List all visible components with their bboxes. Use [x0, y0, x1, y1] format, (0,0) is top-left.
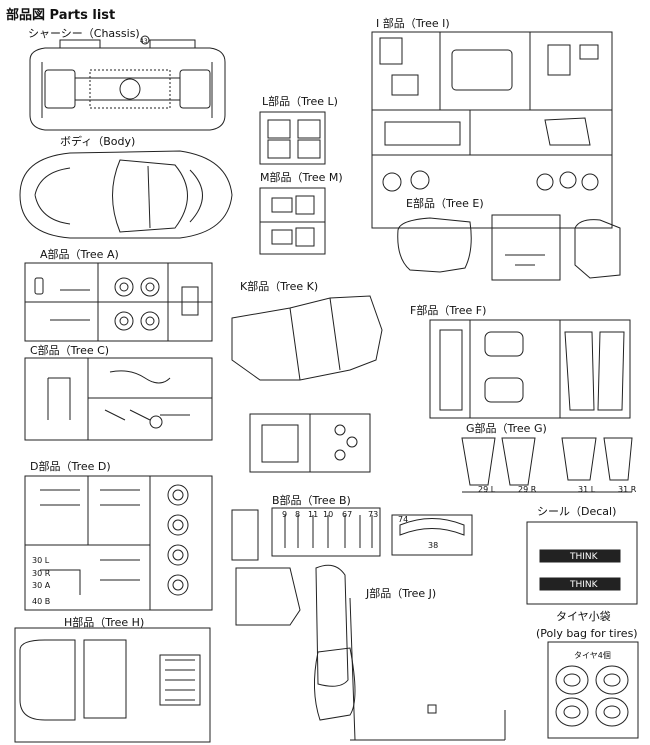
- part-number: 9: [282, 510, 287, 519]
- tree-b-labels: 9 8 11 10 67 73 74 38: [282, 510, 438, 550]
- decal-text-1: THINK: [569, 552, 599, 562]
- decal-sheet: THINK THINK: [526, 521, 638, 605]
- part-number: 67: [342, 510, 352, 519]
- section-label-tree-k: K部品（Tree K): [240, 280, 319, 293]
- tire-bag: タイヤ4個: [547, 641, 639, 739]
- section-label-body: ボディ（Body): [60, 135, 136, 148]
- section-label-tree-e: E部品（Tree E): [406, 197, 484, 210]
- section-label-tree-m: M部品（Tree M): [260, 171, 343, 184]
- part-number: 74: [398, 515, 408, 524]
- part-number: 31 R: [618, 485, 637, 494]
- tree-j-runner: [235, 564, 506, 741]
- part-number: 31 L: [578, 485, 596, 494]
- tree-e-runner: [397, 214, 621, 281]
- section-label-tree-d: D部品（Tree D): [30, 460, 111, 473]
- part-number: 8: [295, 510, 300, 519]
- section-label-tree-g: G部品（Tree G): [466, 422, 547, 435]
- section-label-tree-i: I 部品（Tree I): [376, 17, 450, 30]
- chassis-drawing: 43: [29, 35, 226, 131]
- decal-text-2: THINK: [569, 580, 599, 590]
- part-number: 43: [140, 38, 148, 45]
- section-label-tire-bag-en: (Poly bag for tires): [536, 627, 638, 640]
- part-number: 40 B: [32, 597, 50, 606]
- tree-c-runner: [24, 357, 213, 441]
- tree-d-labels: 30 L 30 R 30 A 40 B: [32, 556, 51, 606]
- part-number: 29 L: [478, 485, 496, 494]
- section-label-tree-c: C部品（Tree C): [30, 344, 110, 357]
- part-number: 73: [368, 510, 378, 519]
- part-number: 30 L: [32, 556, 50, 565]
- part-number: 11: [308, 510, 318, 519]
- tree-m-runner: [259, 187, 326, 255]
- tree-a-runner: [24, 262, 213, 342]
- section-label-chassis: シャーシー（Chassis): [28, 27, 140, 40]
- body-drawing: [19, 150, 233, 239]
- part-number: 30 R: [32, 569, 51, 578]
- section-label-decal: シール（Decal): [537, 505, 617, 518]
- tree-i-runner: [371, 31, 613, 229]
- tree-h-runner: [14, 627, 211, 743]
- tree-b-runner: [231, 507, 473, 561]
- section-label-tree-h: H部品（Tree H): [64, 616, 145, 629]
- part-number: 10: [323, 510, 333, 519]
- tree-k-runner: [231, 295, 383, 473]
- part-number: 38: [428, 541, 438, 550]
- section-label-tire-bag: タイヤ小袋: [556, 610, 611, 623]
- part-number: 29 R: [518, 485, 537, 494]
- page-title: 部品図 Parts list: [6, 8, 116, 23]
- section-label-tree-b: B部品（Tree B): [272, 494, 351, 507]
- section-label-tree-j: J部品（Tree J): [366, 587, 437, 600]
- section-label-tree-l: L部品（Tree L): [262, 95, 338, 108]
- tree-f-runner: [429, 319, 631, 419]
- tree-d-runner: [24, 475, 213, 611]
- part-number: 30 A: [32, 581, 51, 590]
- tree-g-runner: [461, 437, 633, 493]
- tire-count-label: タイヤ4個: [574, 650, 611, 660]
- tree-l-runner: [259, 111, 326, 165]
- section-label-tree-a: A部品（Tree A): [40, 248, 119, 261]
- tree-g-labels: 29 L 29 R 31 L 31 R: [478, 485, 637, 494]
- section-label-tree-f: F部品（Tree F): [410, 304, 487, 317]
